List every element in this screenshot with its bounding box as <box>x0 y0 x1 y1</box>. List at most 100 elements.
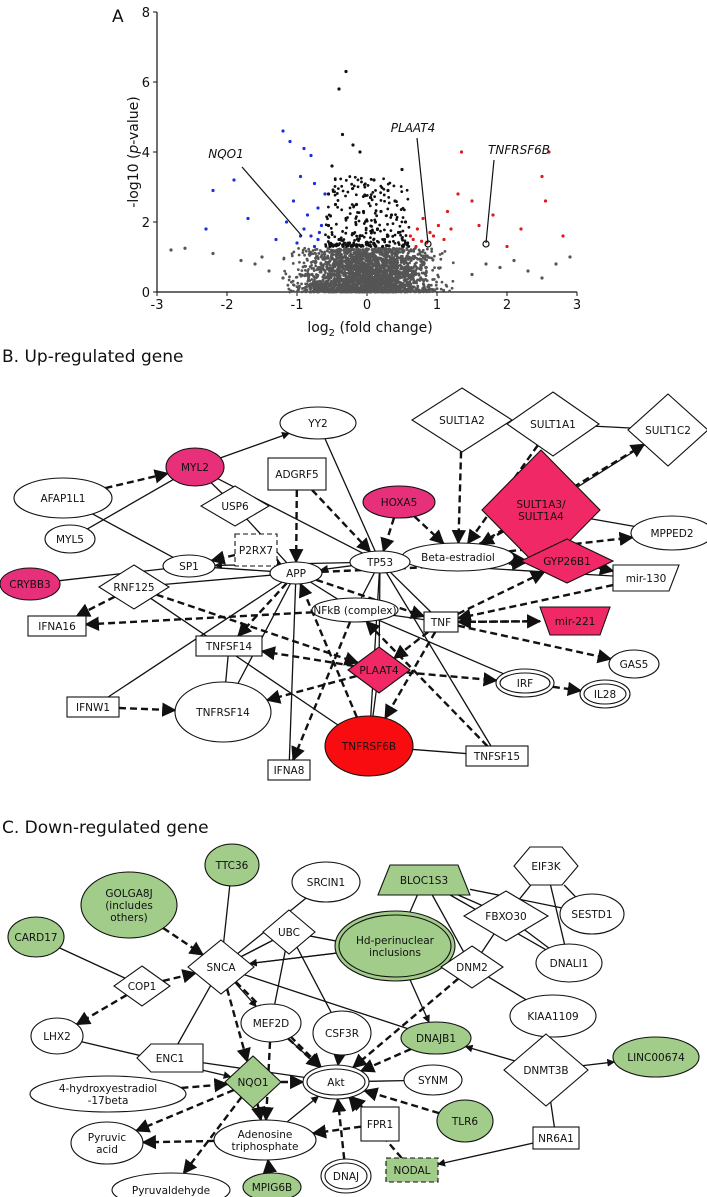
network-node-label: IFNA16 <box>38 621 76 633</box>
volcano-point-ns <box>391 285 394 289</box>
volcano-point-ns <box>380 257 384 261</box>
network-node-label: MPPED2 <box>650 528 693 540</box>
network-node: BLOC1S3 <box>377 864 471 896</box>
volcano-point-ns <box>283 269 287 273</box>
volcano-point <box>373 220 377 224</box>
volcano-point-sig <box>330 244 334 248</box>
volcano-point-ns <box>370 274 373 278</box>
volcano-point-ns <box>344 275 348 279</box>
volcano-point-ns <box>422 279 426 283</box>
volcano-point <box>547 150 551 154</box>
volcano-point-ns <box>379 266 382 270</box>
volcano-point <box>415 227 419 231</box>
volcano-point-sig <box>389 216 393 219</box>
volcano-point-sig <box>382 177 386 181</box>
network-node-label: IRF <box>517 678 533 690</box>
volcano-point-sig <box>353 175 357 179</box>
volcano-point <box>333 202 338 207</box>
volcano-point-sig <box>367 202 371 205</box>
volcano-point <box>284 220 289 224</box>
volcano-point-ns <box>385 264 389 268</box>
network-edge <box>332 1051 347 1067</box>
volcano-point-ns <box>359 282 363 286</box>
network-node-label: EIF3K <box>531 861 561 873</box>
volcano-point <box>470 272 474 277</box>
volcano-point-sig <box>406 197 410 201</box>
volcano-point-sig <box>346 190 350 194</box>
volcano-point-ns <box>415 266 419 270</box>
annotation-line-tnfrsf6b <box>485 159 495 244</box>
network-edge <box>385 572 492 747</box>
network-node-label: FBXO30 <box>485 911 526 923</box>
panel-a-label: A <box>112 7 124 27</box>
volcano-point-sig <box>393 241 397 245</box>
volcano-point-ns <box>310 278 314 281</box>
volcano-point-ns <box>353 259 357 263</box>
volcano-point-ns <box>330 289 334 293</box>
node-shape <box>97 564 171 610</box>
volcano-point-ns <box>334 258 338 262</box>
volcano-point-ns <box>387 269 390 272</box>
network-edge <box>413 515 445 545</box>
volcano-point-ns <box>392 266 396 270</box>
volcano-point-ns <box>364 250 368 253</box>
network-node-label: DNAJB1 <box>416 1033 456 1045</box>
network-edge <box>359 1047 412 1073</box>
network-edge <box>296 946 332 1013</box>
volcano-point-sig <box>355 234 359 238</box>
volcano-point-sig <box>371 190 375 194</box>
volcano-point-ns <box>419 268 423 272</box>
volcano-point-ns <box>383 273 386 277</box>
network-node: DNALI1 <box>535 943 603 983</box>
volcano-point-ns <box>412 264 416 268</box>
volcano-point-ns <box>373 285 377 289</box>
volcano-point-ns <box>425 288 429 292</box>
network-edge <box>164 574 271 585</box>
volcano-point-ns <box>374 262 378 266</box>
volcano-point-ns <box>323 283 326 287</box>
volcano-point-ns <box>408 268 412 272</box>
network-node-label: TNFRSF6B <box>341 741 396 753</box>
volcano-point-ns <box>443 250 447 253</box>
volcano-point-ns <box>433 289 437 293</box>
network-node: SESTD1 <box>559 893 625 935</box>
volcano-point-ns <box>424 269 428 273</box>
node-shape <box>436 1099 494 1143</box>
volcano-point-ns <box>339 252 343 256</box>
volcano-point-ns <box>378 247 381 251</box>
node-shape <box>27 615 87 637</box>
volcano-point-sig <box>395 218 398 221</box>
volcano-point-ns <box>406 277 410 281</box>
volcano-point-sig <box>397 243 401 246</box>
volcano-point-ns <box>372 269 376 273</box>
network-edge <box>75 595 116 618</box>
network-edge <box>457 624 613 664</box>
volcano-point-ns <box>332 287 335 291</box>
volcano-point-ns <box>368 253 372 257</box>
network-node-label: SP1 <box>179 561 199 573</box>
volcano-point-sig <box>387 195 391 199</box>
volcano-point-sig <box>340 208 344 212</box>
volcano-point-ns <box>367 285 371 288</box>
volcano-point-ns <box>423 251 427 255</box>
volcano-point-sig <box>368 204 372 208</box>
volcano-point-ns <box>319 270 323 274</box>
volcano-point-ns <box>387 247 391 251</box>
volcano-point-ns <box>309 250 313 254</box>
volcano-points <box>169 69 572 294</box>
x-tick-label: -2 <box>221 298 234 313</box>
volcano-point-ns <box>303 268 307 272</box>
volcano-point-sig <box>368 236 372 240</box>
volcano-point-ns <box>412 275 415 278</box>
network-edge <box>262 1158 278 1174</box>
volcano-point-ns <box>325 249 329 253</box>
volcano-point-ns <box>385 255 389 259</box>
y-tick-label: 4 <box>142 146 150 161</box>
volcano-point-ns <box>334 249 337 252</box>
volcano-point-ns <box>425 279 429 283</box>
node-shape <box>360 1106 400 1142</box>
network-node: NQO1 <box>224 1055 282 1109</box>
volcano-point-ns <box>316 254 319 258</box>
